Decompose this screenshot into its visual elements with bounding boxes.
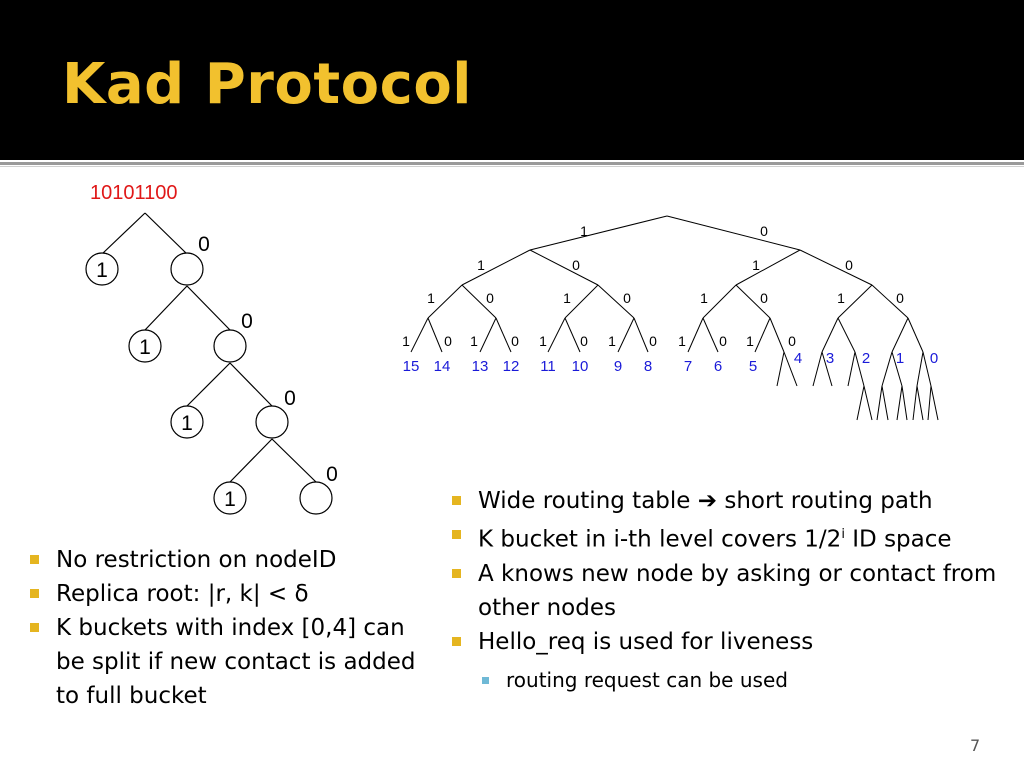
bucket-index: 15 [403,358,420,375]
bucket-index: 12 [503,358,520,375]
routing-bit: 0 [788,333,796,349]
routing-bit: 0 [486,290,494,306]
leaf-node [85,252,119,286]
edge-label: 0 [326,463,338,486]
routing-bit: 1 [837,290,845,306]
internal-node [213,329,247,363]
leaf-node [213,481,247,515]
routing-bit: 0 [444,333,452,349]
leaf-label: 1 [224,488,236,511]
routing-bit: 1 [700,290,708,306]
routing-bit: 1 [402,333,410,349]
bucket-index: 8 [644,358,652,375]
routing-bit: 0 [845,257,853,273]
bucket-index: 14 [434,358,451,375]
routing-bit: 1 [608,333,616,349]
routing-bit: 1 [752,257,760,273]
bucket-index: 1 [896,350,904,367]
routing-bit: 0 [760,290,768,306]
bullet-square-icon [452,636,461,646]
bullet-text: A knows new node by asking or contact fr… [478,560,997,621]
node-id-label: 10101100 [90,182,178,204]
bullet-item: A knows new node by asking or contact fr… [446,557,1016,625]
bullet-text: K bucket in i-th level covers 1/2 [478,526,842,553]
bullet-text: short routing path [724,488,933,514]
routing-bit: 0 [572,257,580,273]
title-divider [0,162,1024,165]
routing-bit: 1 [563,290,571,306]
leaf-label: 1 [181,412,193,435]
bullet-square-icon [452,530,461,539]
routing-tree-edges [410,215,939,421]
bullet-text: ID space [852,526,952,553]
sub-bullet-square-icon [482,676,489,684]
bucket-index: 9 [614,358,622,375]
routing-bit: 0 [719,333,727,349]
leaf-label: 1 [139,336,151,359]
bullet-square-icon [30,623,39,632]
bullet-text: Wide routing table [478,488,691,514]
slide-title: Kad Protocol [62,52,473,117]
routing-bit: 0 [623,290,631,306]
leaf-node [128,329,162,363]
bucket-index: 5 [749,358,757,375]
bullet-item: Replica root: |r, k| < δ [24,577,434,611]
bucket-index: 13 [472,358,489,375]
routing-bit: 0 [511,333,519,349]
page-number: 7 [970,736,981,755]
routing-bit: 1 [746,333,754,349]
bullet-square-icon [452,568,461,578]
bullet-square-icon [452,496,461,505]
bucket-index: 6 [714,358,722,375]
left-bullet-list: No restriction on nodeID Replica root: |… [24,543,434,713]
title-bar [0,0,1024,160]
title-divider-light [0,166,1024,167]
bucket-index: 0 [930,350,938,367]
routing-bit: 0 [760,223,768,239]
bullet-item: K bucket in i-th level covers 1/2i ID sp… [446,518,1016,557]
sub-bullet-item: routing request can be used [446,663,1016,697]
bullet-square-icon [30,555,39,564]
routing-bit: 1 [477,257,485,273]
bullet-item: Wide routing table ➔ short routing path [446,484,1016,518]
bucket-index: 2 [862,350,870,367]
bucket-index: 4 [794,350,802,367]
routing-bit: 0 [896,290,904,306]
bullet-text: K buckets with index [0,4] can be split … [56,615,416,709]
routing-bit: 1 [678,333,686,349]
superscript: i [841,527,845,542]
bucket-index: 7 [684,358,692,375]
bullet-item: K buckets with index [0,4] can be split … [24,611,434,713]
sub-bullet-text: routing request can be used [506,667,788,692]
bucket-index: 3 [826,350,834,367]
routing-bit: 0 [649,333,657,349]
routing-bit: 1 [580,223,588,239]
right-bullet-list: Wide routing table ➔ short routing path … [446,484,1016,697]
bucket-index: 10 [572,358,589,375]
routing-bit: 0 [580,333,588,349]
routing-bit: 1 [470,333,478,349]
bullet-text: Replica root: |r, k| < δ [56,581,309,607]
internal-node [255,405,289,439]
bullet-text: Hello_req is used for liveness [478,628,814,655]
leaf-label: 1 [96,259,108,282]
bullet-square-icon [30,589,39,598]
bullet-text: No restriction on nodeID [56,547,337,573]
bucket-index: 11 [540,358,556,375]
routing-bit: 1 [539,333,547,349]
edge-label: 0 [241,310,253,333]
routing-bit: 1 [427,290,435,306]
bullet-item: Hello_req is used for liveness [446,625,1016,659]
right-arrow-icon: ➔ [697,488,718,514]
internal-node [299,481,333,515]
internal-node [170,252,204,286]
edge-label: 0 [284,387,296,410]
bullet-item: No restriction on nodeID [24,543,434,577]
edge-label: 0 [198,233,210,256]
leaf-node [170,405,204,439]
